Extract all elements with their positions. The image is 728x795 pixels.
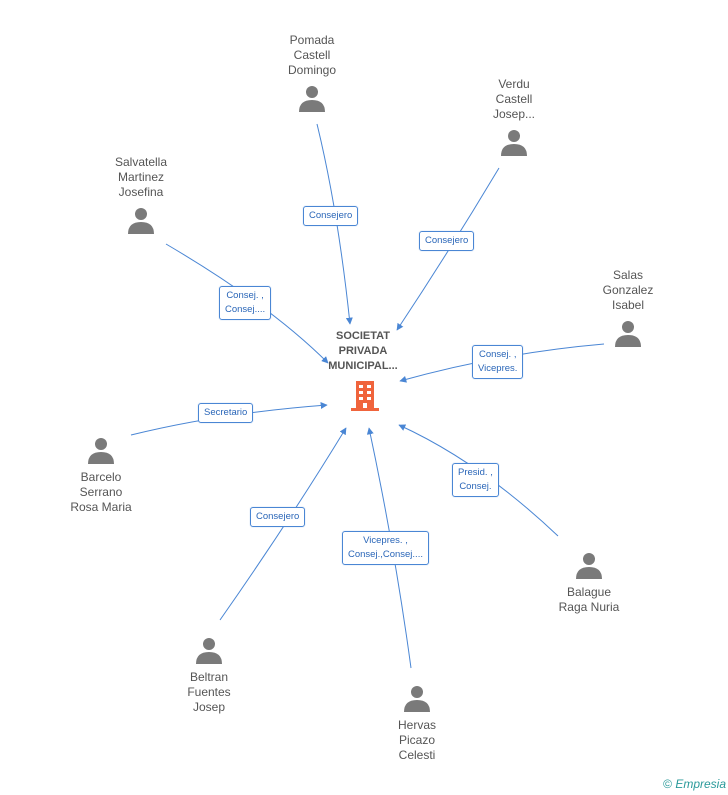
person-pomada[interactable]: Pomada Castell Domingo: [270, 33, 354, 112]
person-beltran[interactable]: Beltran Fuentes Josep: [164, 636, 254, 715]
name-line: Beltran: [189, 670, 229, 684]
person-hervas[interactable]: Hervas Picazo Celesti: [372, 684, 462, 763]
person-name: Beltran Fuentes Josep: [164, 670, 254, 715]
relation-label-beltran[interactable]: Consejero: [250, 507, 306, 527]
name-line: Serrano: [79, 485, 123, 499]
person-icon: [576, 553, 602, 579]
company-name-line: PRIVADA: [338, 345, 388, 357]
person-name: Hervas Picazo Celesti: [372, 718, 462, 763]
name-line: Josefina: [118, 185, 164, 199]
person-icon: [88, 438, 114, 464]
person-icon: [501, 130, 527, 156]
name-line: Martinez: [117, 170, 164, 184]
relation-label-hervas[interactable]: Vicepres. , Consej.,Consej....: [342, 531, 429, 565]
company-name-line: SOCIETAT: [336, 330, 390, 342]
person-icon: [299, 86, 325, 112]
relation-label-barcelo[interactable]: Secretario: [198, 403, 254, 423]
person-barcelo[interactable]: Barcelo Serrano Rosa Maria: [54, 436, 148, 515]
relation-label-verdu[interactable]: Consejero: [419, 231, 475, 251]
copyright-icon: ©: [663, 777, 672, 791]
person-balague[interactable]: Balague Raga Nuria: [542, 551, 636, 615]
name-line: Barcelo: [80, 470, 122, 484]
footer-brand[interactable]: © Empresia: [663, 777, 726, 791]
person-name: Salvatella Martinez Josefina: [94, 155, 188, 200]
person-name: Barcelo Serrano Rosa Maria: [54, 470, 148, 515]
name-line: Salas: [612, 268, 644, 282]
company-name-line: MUNICIPAL...: [328, 360, 398, 372]
person-salas[interactable]: Salas Gonzalez Isabel: [586, 268, 670, 347]
relation-label-salas[interactable]: Consej. , Vicepres.: [472, 345, 524, 379]
person-icon: [128, 208, 154, 234]
person-salvatella[interactable]: Salvatella Martinez Josefina: [94, 155, 188, 234]
relation-label-salvatella[interactable]: Consej. , Consej....: [219, 286, 272, 320]
relation-label-line: Consej....: [225, 304, 266, 315]
name-line: Gonzalez: [602, 283, 654, 297]
relation-label-line: Consej. ,: [478, 349, 517, 360]
person-name: Verdu Castell Josep...: [472, 77, 556, 122]
name-line: Balague: [566, 585, 612, 599]
name-line: Josep: [192, 700, 226, 714]
name-line: Castell: [293, 48, 331, 62]
company-name[interactable]: SOCIETAT PRIVADA MUNICIPAL...: [300, 329, 426, 374]
name-line: Verdu: [498, 77, 530, 91]
person-verdu[interactable]: Verdu Castell Josep...: [472, 77, 556, 156]
name-line: Domingo: [287, 63, 337, 77]
person-name: Salas Gonzalez Isabel: [586, 268, 670, 313]
person-icon: [615, 321, 641, 347]
relation-label-line: Vicepres. ,: [363, 535, 408, 546]
building-icon[interactable]: [348, 379, 382, 413]
brand-logo: Empresia: [675, 777, 726, 791]
relation-label-line: Consej.: [459, 481, 492, 492]
relation-label-line: Consejero: [425, 235, 469, 246]
relation-label-line: Presid. ,: [458, 467, 493, 478]
name-line: Josep...: [492, 107, 536, 121]
person-name: Pomada Castell Domingo: [270, 33, 354, 78]
name-line: Rosa Maria: [70, 500, 132, 514]
name-line: Fuentes: [187, 685, 231, 699]
relation-label-line: Consejero: [256, 511, 300, 522]
name-line: Castell: [495, 92, 533, 106]
person-icon: [196, 638, 222, 664]
relation-label-pomada[interactable]: Consejero: [303, 206, 359, 226]
relation-label-balague[interactable]: Presid. , Consej.: [452, 463, 499, 497]
name-line: Hervas: [397, 718, 436, 732]
relation-label-line: Consej. ,: [226, 290, 264, 301]
person-icon: [404, 686, 430, 712]
name-line: Isabel: [611, 298, 645, 312]
relation-label-line: Consej.,Consej....: [348, 549, 423, 560]
person-name: Balague Raga Nuria: [542, 585, 636, 615]
relation-label-line: Consejero: [309, 210, 353, 221]
name-line: Pomada: [289, 33, 335, 47]
name-line: Celesti: [398, 748, 436, 762]
relation-label-line: Vicepres.: [478, 363, 518, 374]
name-line: Raga Nuria: [558, 600, 620, 614]
relation-label-line: Secretario: [204, 407, 248, 418]
name-line: Salvatella: [114, 155, 168, 169]
name-line: Picazo: [398, 733, 436, 747]
